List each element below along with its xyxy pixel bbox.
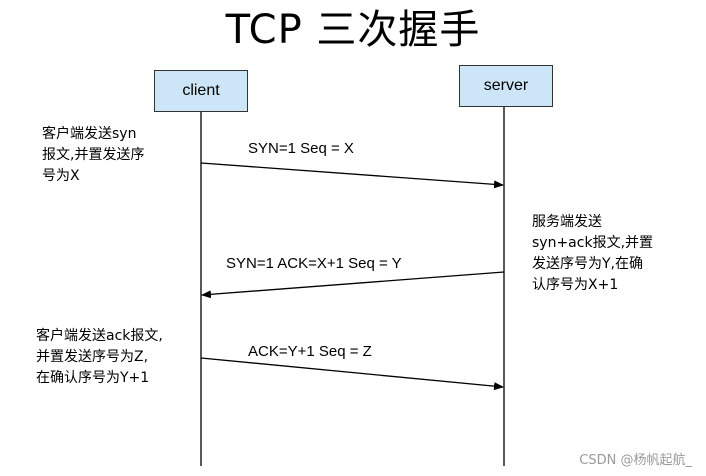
note-line: syn+ack报文,并置	[532, 235, 654, 251]
note-line: 并置发送序号为Z,	[36, 349, 149, 365]
note-line: 报文,并置发送序	[42, 147, 145, 163]
message-syn-ack-label: SYN=1 ACK=X+1 Seq = Y	[226, 255, 402, 272]
note-line: 号为X	[42, 168, 80, 184]
note-line: 客户端发送syn	[42, 126, 137, 142]
note-line: 发送序号为Y,在确	[532, 256, 644, 272]
note-client-ack: 客户端发送ack报文, 并置发送序号为Z, 在确认序号为Y+1	[36, 326, 163, 389]
arrow-syn-ack	[201, 271, 505, 299]
arrow-ack	[200, 357, 504, 391]
watermark: CSDN @杨帆起航_	[579, 453, 692, 468]
note-server-syn-ack: 服务端发送 syn+ack报文,并置 发送序号为Y,在确 认序号为X+1	[532, 212, 653, 296]
note-line: 认序号为X+1	[532, 277, 619, 293]
diagram-title: TCP 三次握手	[225, 7, 481, 53]
message-ack-label: ACK=Y+1 Seq = Z	[248, 343, 372, 360]
note-line: 客户端发送ack报文,	[36, 328, 163, 344]
message-syn-label: SYN=1 Seq = X	[248, 140, 354, 157]
note-line: 服务端发送	[532, 214, 602, 230]
client-box: client	[154, 70, 248, 112]
server-label: server	[483, 77, 529, 94]
note-line: 在确认序号为Y+1	[36, 370, 150, 386]
client-label: client	[182, 82, 220, 99]
server-box: server	[459, 65, 553, 107]
note-client-syn: 客户端发送syn 报文,并置发送序 号为X	[42, 124, 144, 187]
arrow-syn	[200, 162, 504, 189]
